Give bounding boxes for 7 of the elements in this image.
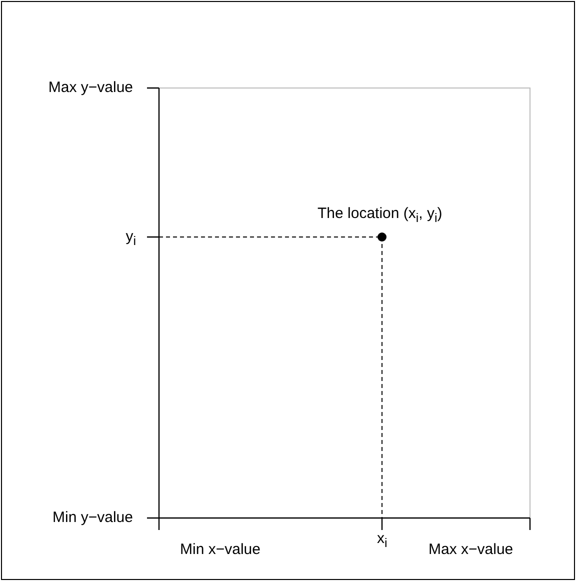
axis-label: Max y−value: [48, 79, 133, 97]
tick-label: y$_{i}$: [126, 228, 136, 250]
axis-label: Max x−value: [428, 541, 514, 559]
axis-label: Min x−value: [180, 541, 260, 559]
tick-label: x$_{i}$: [377, 530, 388, 552]
point-label: The location (x$_{i}$, y$_{i}$): [318, 205, 442, 227]
axis-label: Min y−value: [52, 509, 133, 527]
